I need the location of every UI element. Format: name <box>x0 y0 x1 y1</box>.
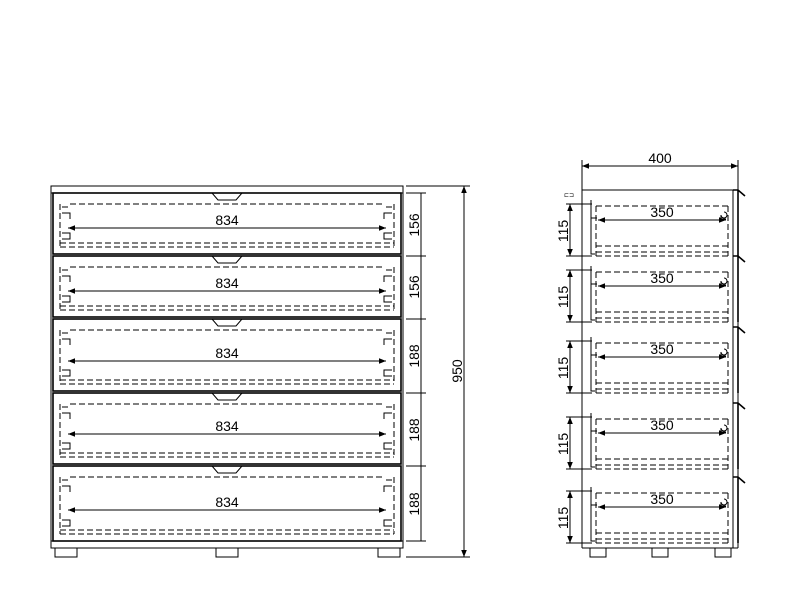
side-drawer: 350 115 <box>555 189 746 257</box>
side-drawer: 350 115 <box>555 326 746 394</box>
side-drawer-height-label: 115 <box>555 507 571 530</box>
side-rear-bracket <box>590 413 597 468</box>
front-drawer-panel <box>52 392 402 465</box>
side-drawer: 350 115 <box>555 476 746 544</box>
side-drawer-front-lip <box>733 255 746 322</box>
side-rear-bracket <box>590 266 597 321</box>
front-overall-height-dimension: 950 <box>406 185 470 558</box>
side-drawer-front-lip <box>733 402 746 469</box>
side-overall-depth-label: 400 <box>648 150 672 166</box>
drawer-handle-icon <box>211 392 243 401</box>
front-drawer-5-height: 188 <box>406 492 422 516</box>
front-drawer: 834 <box>52 192 402 255</box>
cam-fitting-icon <box>720 211 728 220</box>
front-drawer-1-height: 156 <box>406 213 422 237</box>
front-drawer-width-label: 834 <box>215 418 239 434</box>
side-drawer: 350 115 <box>555 402 746 470</box>
runner-bracket-right <box>383 269 392 303</box>
runner-bracket-left <box>62 406 71 450</box>
side-drawer-depth-label: 350 <box>650 417 674 433</box>
side-top-mark: ⊏⊐ <box>564 193 574 199</box>
side-drawer-front-lip <box>733 476 746 543</box>
front-drawer-panel <box>52 192 402 255</box>
side-drawer-height-label: 115 <box>555 220 571 243</box>
cam-fitting-icon <box>720 348 728 357</box>
side-drawer-depth-label: 350 <box>650 270 674 286</box>
side-drawer-height-label: 115 <box>555 357 571 380</box>
side-drawer-height-label: 115 <box>555 433 571 456</box>
drawer-handle-icon <box>211 465 243 474</box>
side-overall-depth-dimension: 400 <box>581 150 739 190</box>
front-drawer: 834 <box>52 392 402 465</box>
front-drawer-panel <box>52 255 402 318</box>
front-drawer-3-height: 188 <box>406 344 422 368</box>
side-drawer-height-label: 115 <box>555 286 571 309</box>
front-view: 834 834 834 834 834 156 156 188 188 188 950 <box>50 185 470 558</box>
side-foot-middle <box>651 547 669 558</box>
runner-bracket-left <box>62 206 71 240</box>
front-foot-right <box>377 547 401 558</box>
drawer-handle-icon <box>211 255 243 264</box>
front-drawers: 834 834 834 834 834 <box>52 192 402 542</box>
side-drawer-depth-label: 350 <box>650 341 674 357</box>
front-drawer-4-height: 188 <box>406 418 422 442</box>
front-drawer-height-chain: 156 156 188 188 188 <box>406 192 426 542</box>
front-drawer-width-label: 834 <box>215 494 239 510</box>
front-plinth <box>50 540 404 549</box>
cam-fitting-icon <box>720 424 728 433</box>
runner-bracket-right <box>383 332 392 377</box>
front-foot-middle <box>215 547 239 558</box>
runner-bracket-left <box>62 332 71 377</box>
front-drawer: 834 <box>52 255 402 318</box>
runner-bracket-right <box>383 479 392 527</box>
drawer-handle-icon <box>211 318 243 327</box>
side-drawer-depth-label: 350 <box>650 491 674 507</box>
side-drawer-depth-label: 350 <box>650 204 674 220</box>
runner-bracket-left <box>62 269 71 303</box>
side-rear-bracket <box>590 487 597 542</box>
side-rear-bracket <box>590 337 597 392</box>
side-drawer-front-lip <box>733 189 746 256</box>
front-top-panel <box>50 185 404 194</box>
front-drawer-panel <box>52 318 402 392</box>
runner-bracket-right <box>383 406 392 450</box>
side-drawer: 350 115 <box>555 255 746 323</box>
front-foot-left <box>54 547 78 558</box>
side-rear-bracket <box>590 200 597 255</box>
runner-bracket-left <box>62 479 71 527</box>
front-drawer-panel <box>52 465 402 542</box>
side-foot-front <box>714 547 732 558</box>
runner-bracket-right <box>383 206 392 240</box>
drawer-handle-icon <box>211 192 243 201</box>
side-foot-back <box>589 547 607 558</box>
front-drawer: 834 <box>52 318 402 392</box>
front-drawer-width-label: 834 <box>215 275 239 291</box>
side-drawers: 350 115 350 115 350 115 350 115 350 115 <box>555 189 746 544</box>
cam-fitting-icon <box>720 277 728 286</box>
cam-fitting-icon <box>720 498 728 507</box>
front-drawer-2-height: 156 <box>406 275 422 299</box>
side-view: 400 ⊏⊐ 350 115 350 115 350 115 350 115 350 115 <box>555 150 746 558</box>
side-drawer-front-lip <box>733 326 746 393</box>
front-drawer-width-label: 834 <box>215 212 239 228</box>
front-drawer: 834 <box>52 465 402 542</box>
front-drawer-width-label: 834 <box>215 345 239 361</box>
front-overall-height-label: 950 <box>449 359 465 383</box>
